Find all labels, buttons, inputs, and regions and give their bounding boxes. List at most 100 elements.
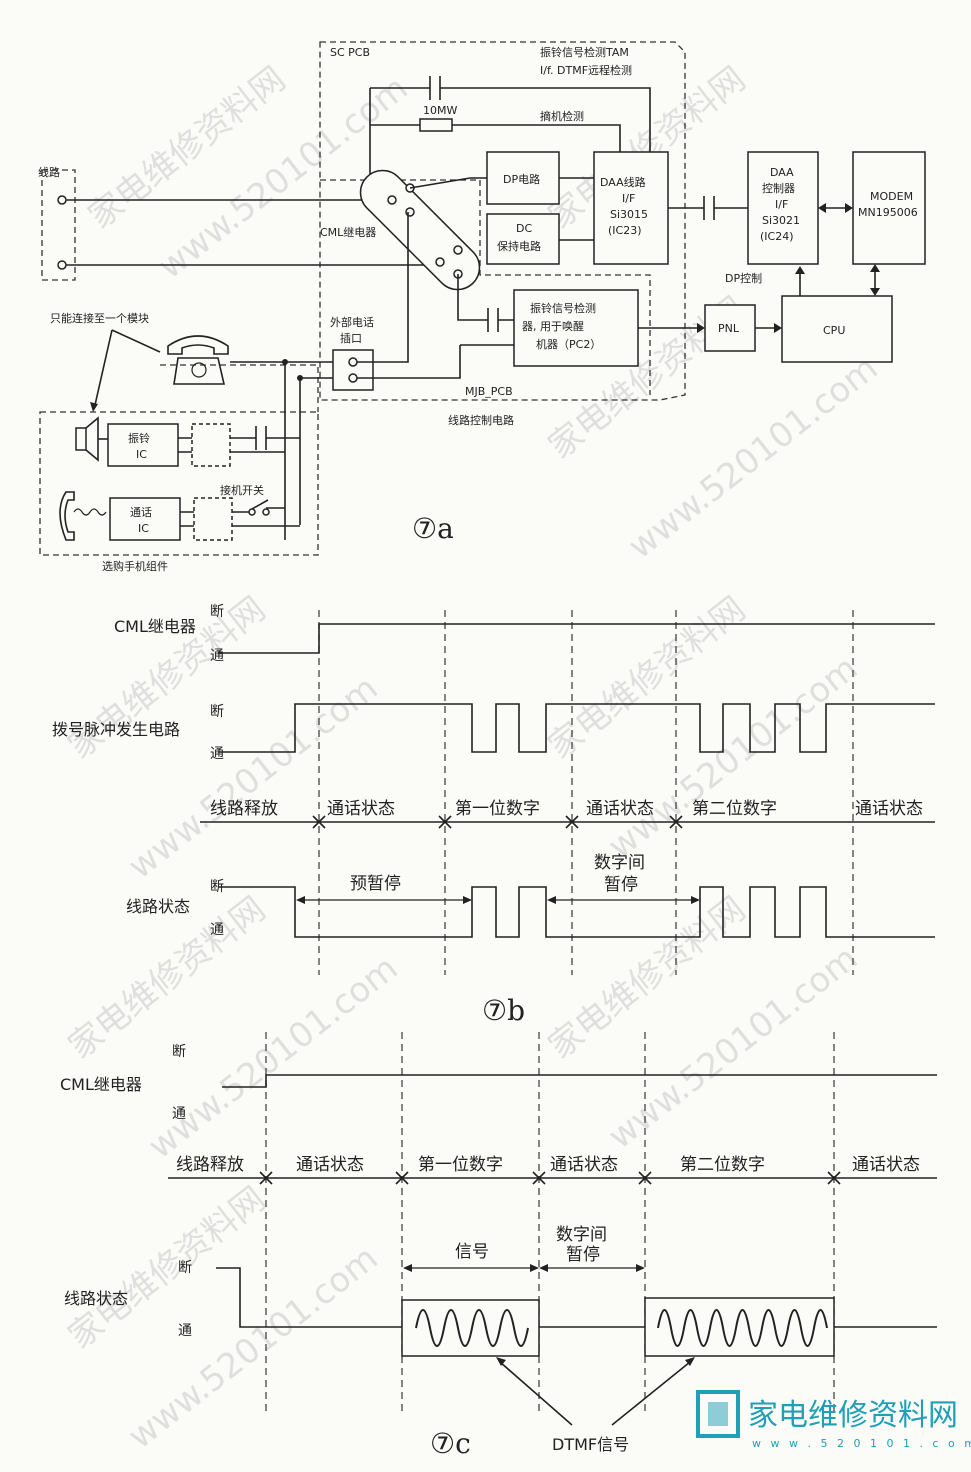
arrowheads <box>496 1357 695 1366</box>
hook-switch <box>251 499 269 510</box>
cpu-box <box>781 295 893 363</box>
relay-contact <box>453 245 463 255</box>
daa-controller-box <box>747 151 819 265</box>
off-label: 断 <box>210 879 224 895</box>
feedback-wire <box>370 87 651 152</box>
phase-label: 通话状态 <box>852 1155 920 1175</box>
daa-controller-label: 控制器 <box>762 181 795 195</box>
daa-line-label: (IC23) <box>608 224 642 237</box>
figure-7a-circuit: SC PCB 振铃信号检测TAM I/f. DTMF远程检测 10MW 摘机检测… <box>38 41 926 573</box>
signal-label: 信号 <box>455 1242 489 1262</box>
modem-label: MODEM <box>870 190 913 203</box>
cml-relay-waveform <box>222 1074 937 1088</box>
digit-pause-label: 数字间 <box>556 1225 607 1245</box>
daa-line-box <box>593 151 669 265</box>
resistor-label: 10MW <box>423 104 457 117</box>
handset-module-boundary <box>39 411 319 556</box>
dc-hold-label-2: 保持电路 <box>497 239 541 253</box>
site-logo: 家电维修资料网 w w w . 5 2 0 1 0 1 . c o m <box>696 1390 971 1450</box>
logo-text: 家电维修资料网 <box>748 1398 958 1433</box>
talk-ic-label: IC <box>138 522 149 535</box>
line-state-label: 线路状态 <box>126 897 190 916</box>
speaker-icon <box>75 416 99 462</box>
digit-pause-label: 暂停 <box>604 875 638 895</box>
phone-link-boundary <box>160 364 319 412</box>
cml-relay-label: CML继电器 <box>320 226 376 239</box>
on-label: 通 <box>210 746 224 762</box>
ring-ic-box <box>107 423 179 467</box>
daa-controller-label: DAA <box>770 166 794 179</box>
ring-wake-box <box>513 289 639 367</box>
daa-line-label: Si3015 <box>610 208 648 221</box>
arrow <box>870 264 880 296</box>
phase-label: 第一位数字 <box>455 799 540 819</box>
arrow <box>697 323 705 333</box>
hook-detect-label: 摘机检测 <box>540 109 584 123</box>
wire <box>178 437 300 453</box>
figure-7c-label: ⑦c <box>430 1427 471 1460</box>
line-terminal-boundary <box>41 169 76 281</box>
phase-markers <box>312 815 683 829</box>
phase-label: 线路释放 <box>176 1155 244 1175</box>
arrow <box>795 266 805 274</box>
phase-label: 通话状态 <box>586 799 654 819</box>
hook-switch-label: 接机开关 <box>220 483 264 497</box>
cml-relay-label: CML继电器 <box>60 1075 142 1094</box>
coil-cord <box>73 508 107 516</box>
wire <box>407 212 514 355</box>
ext-phone-label: 插口 <box>340 331 362 345</box>
switch-contact <box>262 508 270 516</box>
on-label: 通 <box>178 1323 192 1339</box>
line-terminal <box>57 260 67 270</box>
figure-7a-label: ⑦a <box>412 512 454 545</box>
phase-label: 通话状态 <box>855 799 923 819</box>
handset-module-label: 选购手机组件 <box>102 559 168 573</box>
daa-controller-label: I/F <box>775 198 788 211</box>
talk-ic-box <box>109 497 181 541</box>
off-label: 断 <box>172 1044 186 1060</box>
dp-circuit-box <box>486 151 560 205</box>
cpu-label: CPU <box>823 324 845 337</box>
line-ctrl-label: 线路控制电路 <box>448 413 514 427</box>
jack-pin <box>348 357 358 367</box>
relay-contact <box>387 195 397 205</box>
daa-line-label: DAA线路 <box>600 175 646 189</box>
ring-detect-top-label: 振铃信号检测TAM <box>540 45 629 59</box>
ext-phone-jack <box>332 349 374 391</box>
bus-arrow <box>818 203 853 213</box>
daa-controller-label: (IC24) <box>760 230 794 243</box>
dtmf-burst-1 <box>401 1299 540 1357</box>
mjb-pcb-label: MJB_PCB <box>465 385 513 398</box>
ring-wake-label: 振铃信号检测 <box>530 301 596 315</box>
daa-line-label: I/F <box>622 192 635 205</box>
modem-label: MN195006 <box>858 206 918 219</box>
dp-circuit-label: DP电路 <box>503 173 540 186</box>
capacitor-top <box>429 76 441 100</box>
line-state-label: 线路状态 <box>64 1289 128 1308</box>
dtmf-wave-2 <box>657 1309 828 1347</box>
arrow <box>774 323 782 333</box>
ext-phone-label: 外部电话 <box>330 315 374 329</box>
junction <box>282 359 288 365</box>
pnl-box <box>704 304 756 352</box>
phase-label: 线路释放 <box>210 799 278 819</box>
phase-label: 第二位数字 <box>680 1155 765 1175</box>
resistor-wire <box>370 124 621 152</box>
ring-ic-label: 振铃 <box>128 431 150 445</box>
talk-ic-label: 通话 <box>130 506 152 519</box>
figure-7c-timing: 断 CML继电器 通 线路释放 通话状态 第一位数字 通话状态 第二位数字 通话… <box>60 1032 937 1460</box>
ring-bridge-box <box>191 423 231 467</box>
sc-pcb-label: SC PCB <box>330 46 370 59</box>
dp-control-label: DP控制 <box>725 271 762 285</box>
resistor-10mw <box>419 118 453 132</box>
dtmf-wave-1 <box>415 1309 529 1347</box>
pnl-label: PNL <box>718 322 740 335</box>
ring-wake-label: 机器（PC2） <box>536 337 601 351</box>
wire <box>357 345 461 379</box>
phase-dividers <box>318 610 854 975</box>
modem-box <box>852 151 926 265</box>
phase-label: 通话状态 <box>550 1155 618 1175</box>
digit-pause-label: 数字间 <box>594 853 645 873</box>
ring-detect-top-label-2: I/f. DTMF远程检测 <box>540 63 632 77</box>
